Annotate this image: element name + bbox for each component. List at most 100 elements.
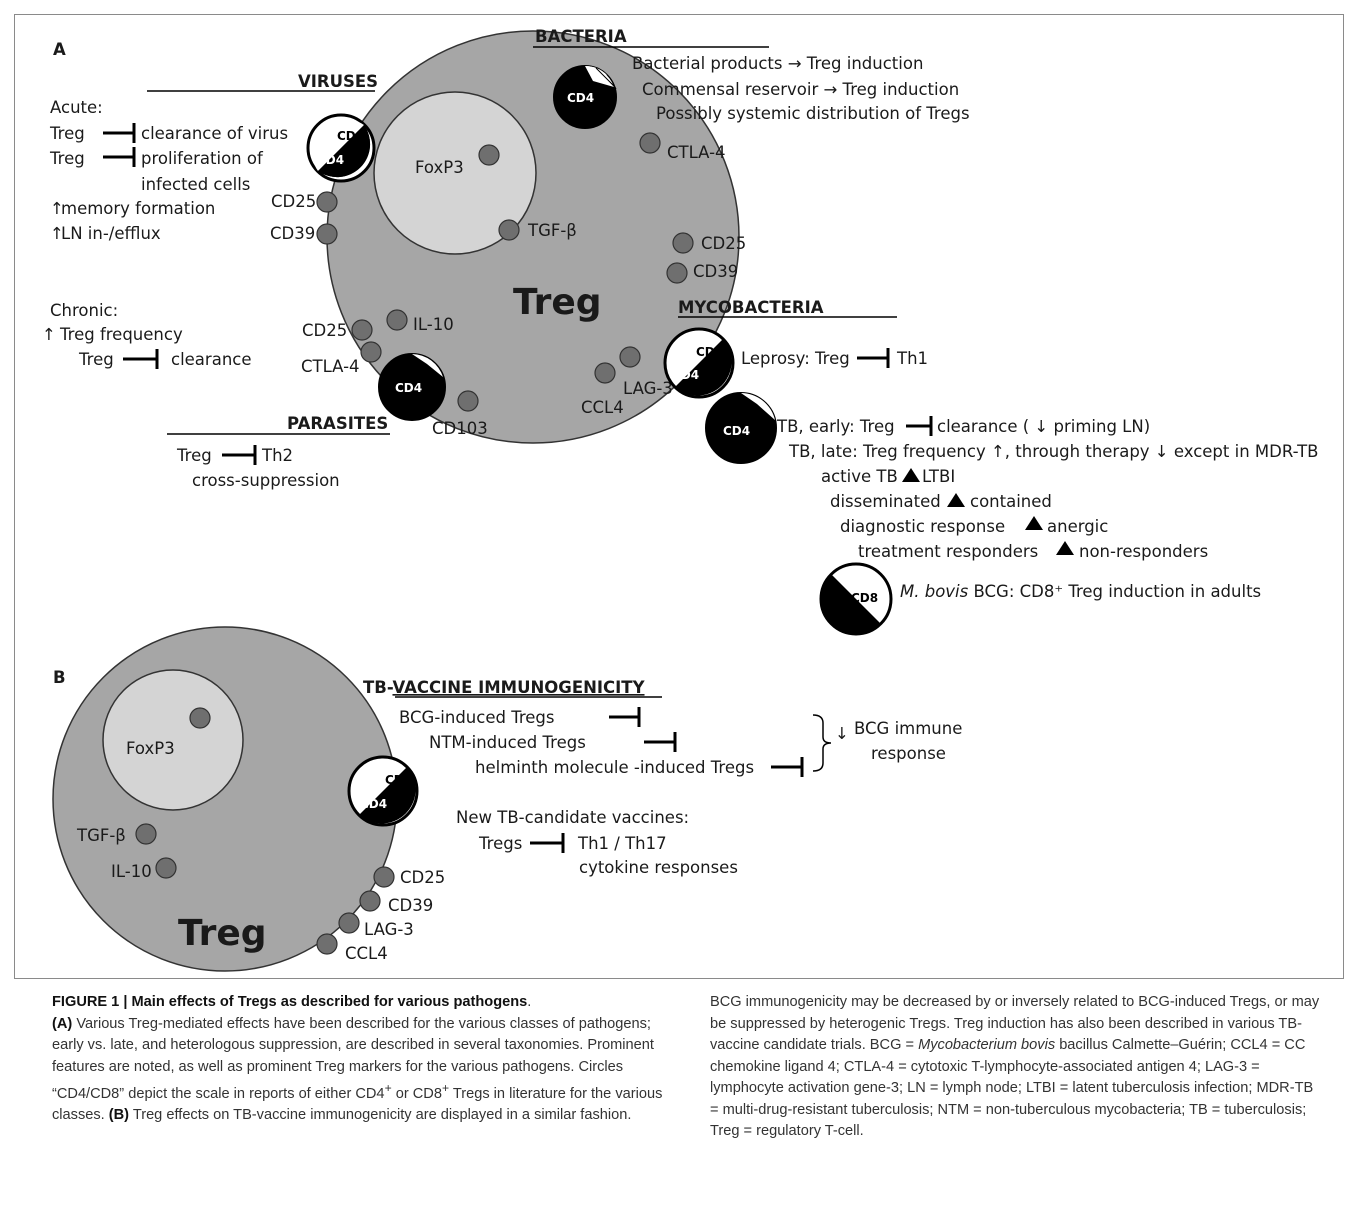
cmp1-b: LTBI — [922, 467, 955, 486]
cd103-label-parasites: CD103 — [432, 419, 488, 438]
ccl4-marker-myco — [594, 362, 616, 384]
parasites-cd4-label: CD4 — [395, 381, 422, 395]
cd25-label-parasites: CD25 — [302, 321, 347, 340]
treg-label-b: Treg — [178, 913, 267, 954]
myco-cd4-label: CD4 — [672, 368, 699, 382]
caption-sup-2: + — [441, 1081, 450, 1095]
panel-a: A FoxP3 TGF-β Treg BACTERIA CD4 — [42, 27, 1318, 636]
parasites-line-b: Th2 — [261, 446, 293, 465]
effect-arrow: ↓ — [835, 724, 849, 743]
triangle-icon — [1025, 516, 1043, 530]
chronic-line1: Treg frequency — [59, 325, 183, 344]
tb-early-a: TB, early: Treg — [776, 417, 895, 436]
caption-title-end: . — [527, 994, 532, 1010]
parasites-line-a: Treg — [176, 446, 212, 465]
ccl4-label-myco: CCL4 — [581, 398, 624, 417]
vaccine-line-3: helminth molecule -induced Tregs — [475, 758, 754, 777]
cd25-label-right: CD25 — [701, 234, 746, 253]
viruses-cd8-cd4-circle: CD8 CD4 — [306, 113, 376, 183]
bacteria-line-2: Commensal reservoir → Treg induction — [642, 80, 959, 99]
panel-b-cd8-cd4-circle: CD8 CD4 — [347, 755, 419, 827]
foxp3-dot-b — [189, 707, 211, 729]
cmp4-a: treatment responders — [858, 542, 1038, 561]
ctla4-label-bacteria: CTLA-4 — [667, 143, 726, 162]
bacteria-cd4-circle: CD4 — [553, 65, 617, 129]
viruses-line4-arrow: ↑ — [50, 224, 64, 243]
new-vaccines: New TB-candidate vaccines: — [456, 808, 689, 827]
cmp2-a: disseminated — [830, 492, 941, 511]
foxp3-dot-a — [478, 144, 500, 166]
inhibit-icon — [857, 348, 890, 368]
parasites-line-c: cross-suppression — [192, 471, 340, 490]
cd25-label-b: CD25 — [400, 868, 445, 887]
ctla4-label-parasites: CTLA-4 — [301, 357, 360, 376]
treg-label-a: Treg — [513, 282, 602, 323]
inhibit-icon — [123, 349, 159, 369]
vaccine-line-2: NTM-induced Tregs — [429, 733, 586, 752]
cmp1-a: active TB — [821, 467, 898, 486]
cd103-marker-parasites — [457, 390, 479, 412]
caption-b-label: (B) — [108, 1107, 130, 1124]
panel-b-label: B — [53, 668, 66, 687]
triangle-icon — [1056, 541, 1074, 555]
cd39-label-b: CD39 — [388, 896, 433, 915]
cmp2-b: contained — [970, 492, 1052, 511]
cd39-marker-right — [666, 262, 688, 284]
cd25-marker-right — [672, 232, 694, 254]
vaccine-line-1: BCG-induced Tregs — [399, 708, 555, 727]
foxp3-nucleus-a — [373, 91, 537, 255]
bacteria-cd4-label: CD4 — [567, 91, 594, 105]
vaccine-heading: TB-VACCINE IMMUNOGENICITY — [363, 678, 646, 697]
viruses-line3-b: memory formation — [61, 199, 215, 218]
viruses-line2-a: Treg — [49, 149, 85, 168]
caption-sup-1: + — [384, 1081, 392, 1095]
vaccine-heading-main: VACCINE IMMUNOGENICITY — [392, 678, 645, 697]
inhibit-icon — [530, 833, 565, 853]
inhibit-icon — [771, 757, 804, 777]
effect-line-2: response — [871, 744, 946, 763]
triangle-icon — [947, 493, 965, 507]
chronic-line2-b: clearance — [171, 350, 252, 369]
inhibit-icon — [222, 445, 257, 465]
caption-b-text-1-left: Treg effects on TB-vaccine immunogenicit… — [129, 994, 1320, 1124]
bacteria-heading: BACTERIA — [535, 27, 627, 46]
effect-line-1: BCG immune — [854, 719, 962, 738]
cd39-label-right: CD39 — [693, 262, 738, 281]
foxp3-nucleus-b — [102, 669, 244, 811]
foxp3-label-b: FoxP3 — [126, 739, 175, 758]
myco-cd8-cd4-circle: CD8 CD4 — [663, 327, 735, 399]
lag3-marker-myco — [619, 346, 641, 368]
chronic-arrow: ↑ — [42, 325, 56, 344]
panel-b: B FoxP3 TGF-β IL-10 Treg CD8 CD4 CD25 — [52, 626, 962, 972]
cmp3-a: diagnostic response — [840, 517, 1005, 536]
inhibit-icon — [103, 123, 136, 143]
caption-a-text-2: or CD8 — [391, 1085, 442, 1102]
ccl4-marker-b — [316, 933, 338, 955]
tb-late: TB, late: Treg frequency ↑, through ther… — [788, 442, 1318, 461]
viruses-line1-b: clearance of virus — [141, 124, 288, 143]
panel-a-label: A — [53, 40, 66, 59]
myco-cd8-c-label: CD8 — [851, 591, 878, 605]
caption-b-text-2: bacillus Calmette–Guérin; CCL4 = CC chem… — [710, 1037, 1314, 1139]
chronic-line2-a: Treg — [78, 350, 114, 369]
ctla4-marker-parasites — [360, 341, 382, 363]
lag3-label-myco: LAG-3 — [623, 379, 673, 398]
leprosy-a: Leprosy: Treg — [741, 349, 850, 368]
tgf-marker-a — [498, 219, 520, 241]
inhibit-icon — [906, 416, 933, 436]
cmp3-b: anergic — [1047, 517, 1108, 536]
viruses-cd8-label: CD8 — [337, 129, 364, 143]
bcg-rest: BCG: CD8⁺ Treg induction in adults — [968, 582, 1261, 601]
myco-cd8-label: CD8 — [696, 345, 723, 359]
ccl4-label-b: CCL4 — [345, 944, 388, 963]
bcg-line: M. bovis BCG: CD8⁺ Treg induction in adu… — [900, 582, 1261, 601]
inhibit-icon — [644, 732, 677, 752]
myco-cd8-circle: CD8 — [819, 562, 893, 636]
tgf-marker-b — [135, 823, 157, 845]
bacteria-line-1: Bacterial products → Treg induction — [632, 54, 923, 73]
th-label: Th1 / Th17 — [577, 834, 667, 853]
bcg-italic: M. bovis — [900, 582, 969, 601]
cd25-marker-viruses — [316, 191, 338, 213]
viruses-line2-c: infected cells — [141, 175, 250, 194]
caption-a-label: (A) — [52, 1015, 73, 1032]
